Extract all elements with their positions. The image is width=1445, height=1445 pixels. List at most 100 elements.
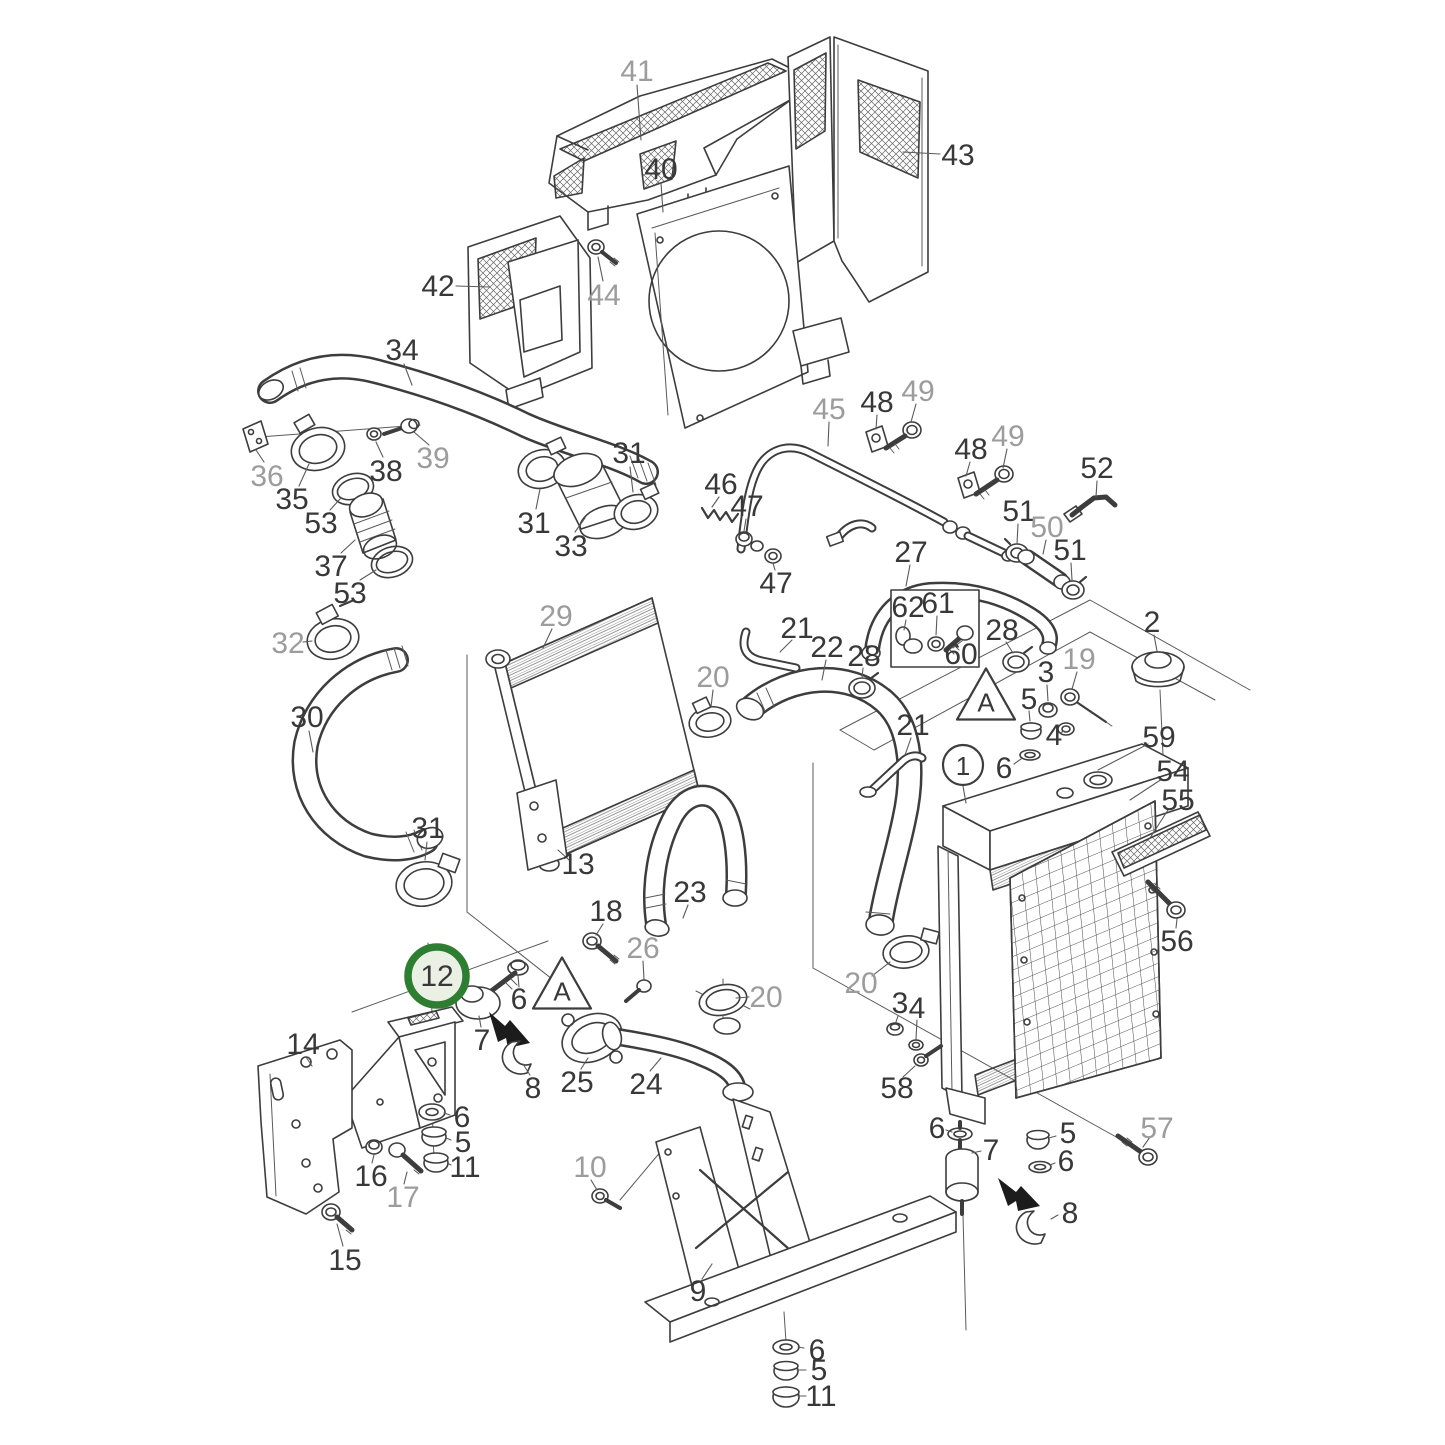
part-label-26[interactable]: 26 (626, 932, 659, 965)
part-label-50[interactable]: 50 (1030, 511, 1063, 544)
part-label-35[interactable]: 35 (275, 483, 308, 516)
part-label-21[interactable]: 21 (780, 612, 813, 645)
part-label-10[interactable]: 10 (573, 1151, 606, 1184)
part-label-38[interactable]: 38 (369, 455, 402, 488)
part-label-6[interactable]: 6 (511, 983, 528, 1016)
part-label-6[interactable]: 6 (809, 1334, 826, 1367)
part-label-43[interactable]: 43 (941, 139, 974, 172)
part-label-3[interactable]: 3 (892, 987, 909, 1020)
part-label-49[interactable]: 49 (991, 420, 1024, 453)
part-31-clamp-c (395, 852, 461, 908)
part-label-37[interactable]: 37 (314, 550, 347, 583)
view-triangle-symbol[interactable] (531, 956, 593, 1010)
part-label-19[interactable]: 19 (1062, 643, 1095, 676)
part-label-5[interactable]: 5 (1021, 683, 1038, 716)
part-49-bolt-b (973, 465, 1014, 500)
part-label-12[interactable]: 12 (420, 960, 453, 993)
part-label-62[interactable]: 62 (891, 591, 924, 624)
part-label-48[interactable]: 48 (954, 433, 987, 466)
part-label-14[interactable]: 14 (286, 1028, 319, 1061)
leader-line-56 (1175, 918, 1178, 929)
part-label-20[interactable]: 20 (696, 661, 729, 694)
part-21-strap-upper (825, 519, 877, 547)
part-label-46[interactable]: 46 (704, 468, 737, 501)
part-label-52[interactable]: 52 (1080, 452, 1113, 485)
part-label-39[interactable]: 39 (416, 442, 449, 475)
view-triangle-symbol[interactable] (955, 667, 1017, 721)
leader-line-26 (642, 960, 645, 980)
part-label-11[interactable]: 11 (805, 1380, 836, 1413)
part-label-34[interactable]: 34 (385, 334, 418, 367)
part-label-4[interactable]: 4 (1046, 719, 1063, 752)
part-label-54[interactable]: 54 (1156, 755, 1189, 788)
part-label-48[interactable]: 48 (860, 386, 893, 419)
part-21-strap-lower (859, 751, 927, 798)
part-label-59[interactable]: 59 (1142, 721, 1175, 754)
part-label-13[interactable]: 13 (561, 848, 594, 881)
part-label-53[interactable]: 53 (333, 577, 366, 610)
part-label-15[interactable]: 15 (328, 1244, 361, 1277)
part-label-28[interactable]: 28 (985, 614, 1018, 647)
part-label-11[interactable]: 11 (449, 1151, 480, 1184)
part-label-40[interactable]: 40 (644, 153, 677, 186)
part-label-51[interactable]: 51 (1002, 495, 1035, 528)
part-label-31[interactable]: 31 (612, 437, 645, 470)
part-label-32[interactable]: 32 (271, 627, 304, 660)
part-label-7[interactable]: 7 (983, 1134, 1000, 1167)
part-label-6[interactable]: 6 (929, 1112, 946, 1145)
part-label-45[interactable]: 45 (812, 393, 845, 426)
part-label-51[interactable]: 51 (1053, 534, 1086, 567)
part-label-4[interactable]: 4 (909, 992, 926, 1025)
part-label-8[interactable]: 8 (1062, 1197, 1079, 1230)
leader-line-13 (557, 849, 570, 861)
part-label-60[interactable]: 60 (944, 638, 977, 671)
part-label-20[interactable]: 20 (844, 967, 877, 1000)
part-label-28[interactable]: 28 (847, 640, 880, 673)
part-label-23[interactable]: 23 (673, 876, 706, 909)
part-label-6[interactable]: 6 (996, 752, 1013, 785)
part-label-3[interactable]: 3 (1038, 656, 1055, 689)
circled-ref-label: 1 (956, 751, 970, 781)
part-label-8[interactable]: 8 (525, 1072, 542, 1105)
leader-line-60 (952, 639, 964, 649)
part-label-49[interactable]: 49 (901, 375, 934, 408)
part-label-27[interactable]: 27 (894, 536, 927, 569)
part-label-57[interactable]: 57 (1140, 1112, 1173, 1145)
part-label-16[interactable]: 16 (354, 1160, 387, 1193)
part-label-5[interactable]: 5 (455, 1126, 472, 1159)
part-label-5[interactable]: 5 (811, 1354, 828, 1387)
part-label-33[interactable]: 33 (554, 530, 587, 563)
part-label-42[interactable]: 42 (421, 270, 454, 303)
part-label-25[interactable]: 25 (560, 1066, 593, 1099)
part-label-5[interactable]: 5 (1060, 1117, 1077, 1150)
highlight-ring-part-12[interactable] (404, 943, 470, 1009)
part-label-55[interactable]: 55 (1161, 784, 1194, 817)
part-label-47[interactable]: 47 (730, 490, 763, 523)
part-label-21[interactable]: 21 (896, 709, 929, 742)
part-6-5-11-stack-bottom (772, 1339, 800, 1408)
leader-line-4 (915, 1019, 918, 1040)
part-label-18[interactable]: 18 (589, 895, 622, 928)
part-label-36[interactable]: 36 (250, 460, 283, 493)
part-label-20[interactable]: 20 (749, 981, 782, 1014)
part-label-6[interactable]: 6 (454, 1101, 471, 1134)
part-label-29[interactable]: 29 (539, 600, 572, 633)
part-label-24[interactable]: 24 (629, 1068, 662, 1101)
part-label-53[interactable]: 53 (304, 507, 337, 540)
part-label-56[interactable]: 56 (1160, 925, 1193, 958)
part-label-6[interactable]: 6 (1058, 1145, 1075, 1178)
part-label-22[interactable]: 22 (810, 631, 843, 664)
part-label-31[interactable]: 31 (411, 812, 444, 845)
part-label-9[interactable]: 9 (690, 1275, 707, 1308)
part-label-7[interactable]: 7 (474, 1024, 491, 1057)
part-label-31[interactable]: 31 (517, 507, 550, 540)
circled-ref-1[interactable] (941, 743, 985, 787)
part-label-41[interactable]: 41 (620, 55, 653, 88)
part-label-2[interactable]: 2 (1144, 606, 1161, 639)
part-label-47[interactable]: 47 (759, 567, 792, 600)
part-label-44[interactable]: 44 (587, 279, 620, 312)
part-label-30[interactable]: 30 (290, 701, 323, 734)
part-label-61[interactable]: 61 (921, 587, 954, 620)
part-label-17[interactable]: 17 (386, 1181, 419, 1214)
part-label-58[interactable]: 58 (880, 1072, 913, 1105)
